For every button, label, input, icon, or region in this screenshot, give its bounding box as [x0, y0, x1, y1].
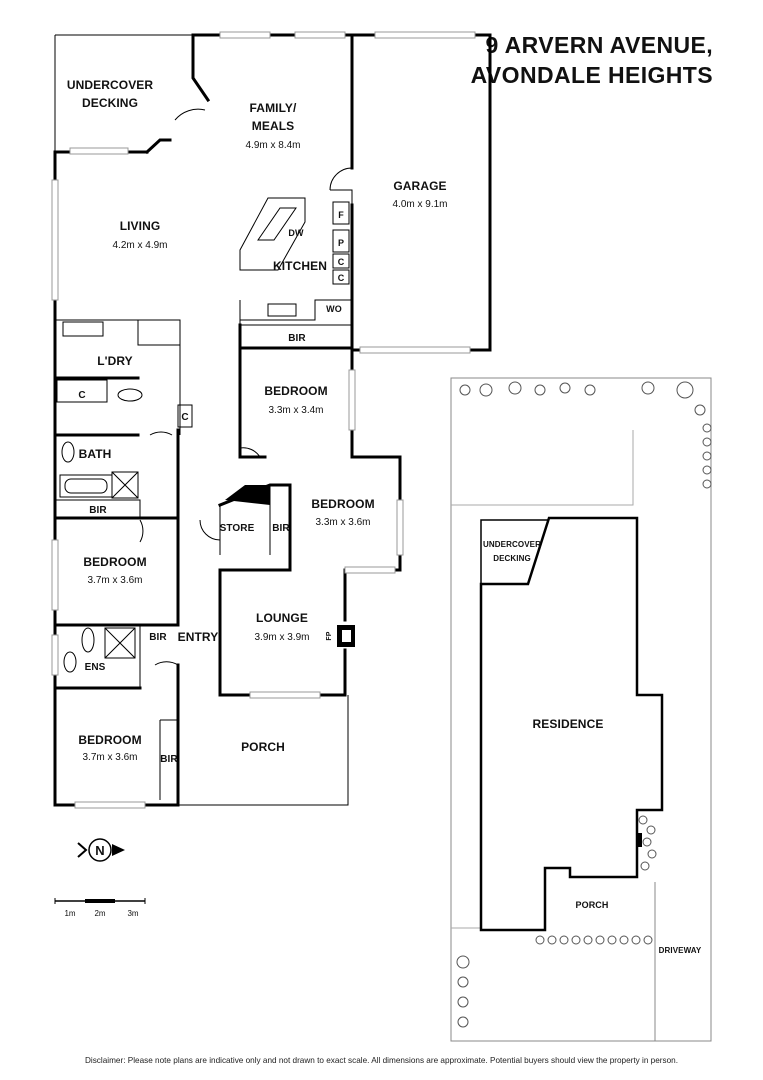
decking-label-2: DECKING [82, 96, 138, 110]
porch-label: PORCH [241, 740, 285, 754]
laundry-label: L'DRY [97, 354, 133, 368]
site-driveway-label: DRIVEWAY [659, 946, 702, 955]
store-label: STORE [220, 523, 255, 534]
site-porch-label: PORCH [575, 900, 608, 910]
decking-label-1: UNDERCOVER [67, 78, 154, 92]
family-label-1: FAMILY/ [250, 101, 297, 115]
fp-label: FP [326, 631, 333, 640]
laundry-c-label: C [78, 390, 85, 401]
bed-master-label: BEDROOM [78, 733, 141, 747]
living-label: LIVING [120, 219, 161, 233]
site-decking-label-1: UNDERCOVER [483, 540, 541, 549]
lounge-label: LOUNGE [256, 611, 308, 625]
garage-dims: 4.0m x 9.1m [392, 199, 447, 210]
kitchen-label: KITCHEN [273, 259, 327, 273]
bed-right-label: BEDROOM [311, 497, 374, 511]
pantry-label: P [338, 238, 344, 248]
fixtures [56, 108, 355, 673]
title-line1: 9 ARVERN AVENUE, [485, 32, 713, 58]
family-dims: 4.9m x 8.4m [245, 140, 300, 151]
entry-label: ENTRY [178, 630, 219, 644]
site-plan: UNDERCOVER DECKING RESIDENCE PORCH DRIVE… [450, 377, 712, 1042]
bed-left-label: BEDROOM [83, 555, 146, 569]
bath-bir-label: BIR [89, 505, 107, 516]
scale-3m: 3m [127, 909, 138, 918]
wo-label: WO [326, 304, 342, 314]
master-bir-label: BIR [160, 754, 178, 765]
living-dims: 4.2m x 4.9m [112, 240, 167, 251]
property-title: 9 ARVERN AVENUE, AVONDALE HEIGHTS [471, 30, 713, 90]
site-decking-label-2: DECKING [493, 554, 531, 563]
disclaimer: Disclaimer: Please note plans are indica… [84, 1056, 678, 1065]
compass-n: N [95, 843, 105, 858]
bed-center-dims: 3.3m x 3.4m [268, 405, 323, 416]
garage-label: GARAGE [393, 179, 446, 193]
scale-1m: 1m [64, 909, 75, 918]
windows [51, 31, 476, 809]
dw-label: DW [288, 228, 304, 238]
room-labels: UNDERCOVER DECKING FAMILY/ MEALS 4.9m x … [67, 78, 448, 765]
bath-label: BATH [79, 447, 112, 461]
compass-icon: N [77, 838, 125, 862]
cupboard-label-2: C [338, 273, 345, 283]
bed-left-dims: 3.7m x 3.6m [87, 575, 142, 586]
kitchen-bir-label: BIR [288, 333, 306, 344]
ens-bir-label: BIR [149, 632, 167, 643]
store-bir-label: BIR [272, 523, 290, 534]
fridge-label: F [338, 210, 344, 220]
bed-master-dims: 3.7m x 3.6m [82, 752, 137, 763]
family-label-2: MEALS [252, 119, 295, 133]
title-line2: AVONDALE HEIGHTS [470, 62, 713, 88]
hall-c-label: C [181, 412, 188, 423]
site-residence-label: RESIDENCE [533, 717, 604, 731]
scale-bar: 1m 2m 3m [54, 898, 146, 918]
cupboard-label-1: C [338, 257, 345, 267]
scale-2m: 2m [94, 909, 105, 918]
bed-right-dims: 3.3m x 3.6m [315, 517, 370, 528]
bed-center-label: BEDROOM [264, 384, 327, 398]
lounge-dims: 3.9m x 3.9m [254, 632, 309, 643]
ens-label: ENS [85, 662, 106, 673]
